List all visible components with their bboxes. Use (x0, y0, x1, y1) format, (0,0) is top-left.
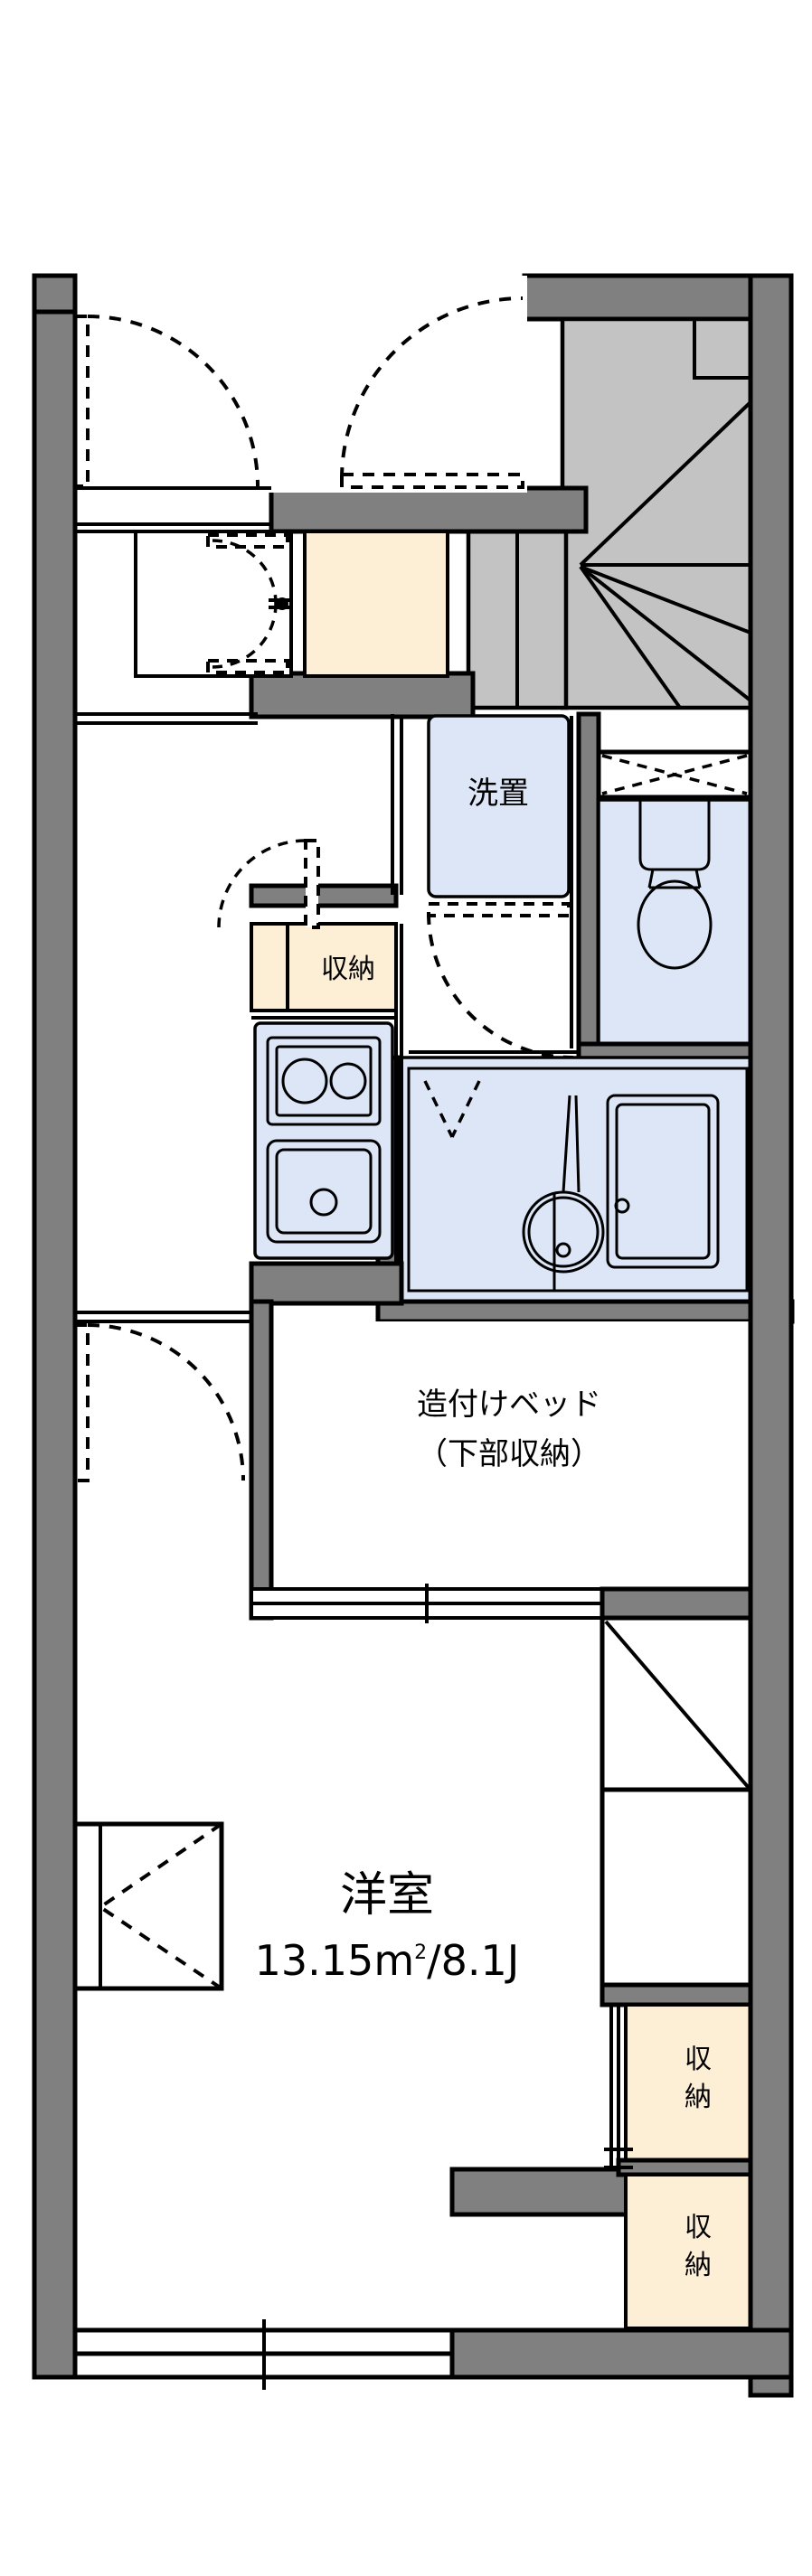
kitchen: 収納 (250, 922, 398, 1260)
washroom-door-leaf[interactable] (427, 902, 571, 917)
kitchen-door[interactable] (217, 839, 320, 929)
entrance-hall (75, 276, 527, 526)
balcony-window[interactable] (72, 2319, 455, 2390)
closet-upper-label-char2: 納 (685, 2082, 712, 2113)
wall-bath-bottom (375, 1299, 795, 1324)
builtin-bed-label-line2: （下部収納） (417, 1436, 601, 1472)
closet-upper[interactable]: 収 納 (609, 2003, 772, 2169)
builtin-bed: 造付けベッド （下部収納） (271, 1321, 773, 1620)
western-room: 洋室 13.15m2/8.1J (255, 1868, 520, 1985)
main-room-label: 洋室 (340, 1868, 434, 1923)
wall-exterior-left-full (32, 273, 78, 2380)
wall-corridor-stub (249, 883, 399, 908)
bed-sliding-partition[interactable] (250, 1584, 604, 1623)
side-window (72, 1821, 224, 1991)
bath-door[interactable] (427, 912, 574, 1059)
unit-bath (396, 1056, 760, 1303)
toilet (596, 749, 753, 1055)
closet-lower-label-char2: 納 (685, 2250, 712, 2281)
main-room-area-label: 13.15m2/8.1J (255, 1936, 520, 1985)
stairs (466, 316, 753, 710)
kitchen-upper-cabinet[interactable] (250, 922, 398, 1012)
gas-stove (266, 1036, 382, 1126)
wash-basin (522, 1095, 605, 1291)
wall-toilet-left (576, 711, 601, 1051)
upper-right-nook (600, 1615, 754, 1991)
bathtub (606, 1094, 720, 1269)
wall-kitchen-bottom (249, 1261, 404, 1306)
kitchen-storage-label: 収納 (321, 954, 375, 985)
wall-left-cap (32, 273, 78, 315)
toilet-bowl (637, 800, 713, 970)
wall-hall-south (249, 671, 476, 719)
wall-exterior-right-upper (748, 273, 794, 2398)
wall-bed-left (249, 1299, 274, 1621)
washer-place-label: 洗置 (467, 776, 529, 812)
closet-upper-label-char1: 収 (685, 2044, 712, 2075)
shoe-closet-door[interactable] (206, 533, 289, 674)
kitchen-sink (266, 1139, 382, 1244)
closet-lower[interactable]: 収 納 (624, 2173, 772, 2330)
shoe-closet[interactable] (134, 530, 449, 678)
toilet-window (596, 749, 753, 800)
wall-bottom-right (449, 2327, 794, 2380)
builtin-bed-label-line1: 造付けベッド (417, 1387, 601, 1423)
room-door[interactable] (73, 1311, 251, 1482)
hall-door[interactable] (340, 296, 524, 489)
washer-alcove: 洗置 (427, 714, 571, 898)
wall-beam-hall-stair (269, 485, 589, 534)
closet-lower-label-char1: 収 (685, 2212, 712, 2243)
